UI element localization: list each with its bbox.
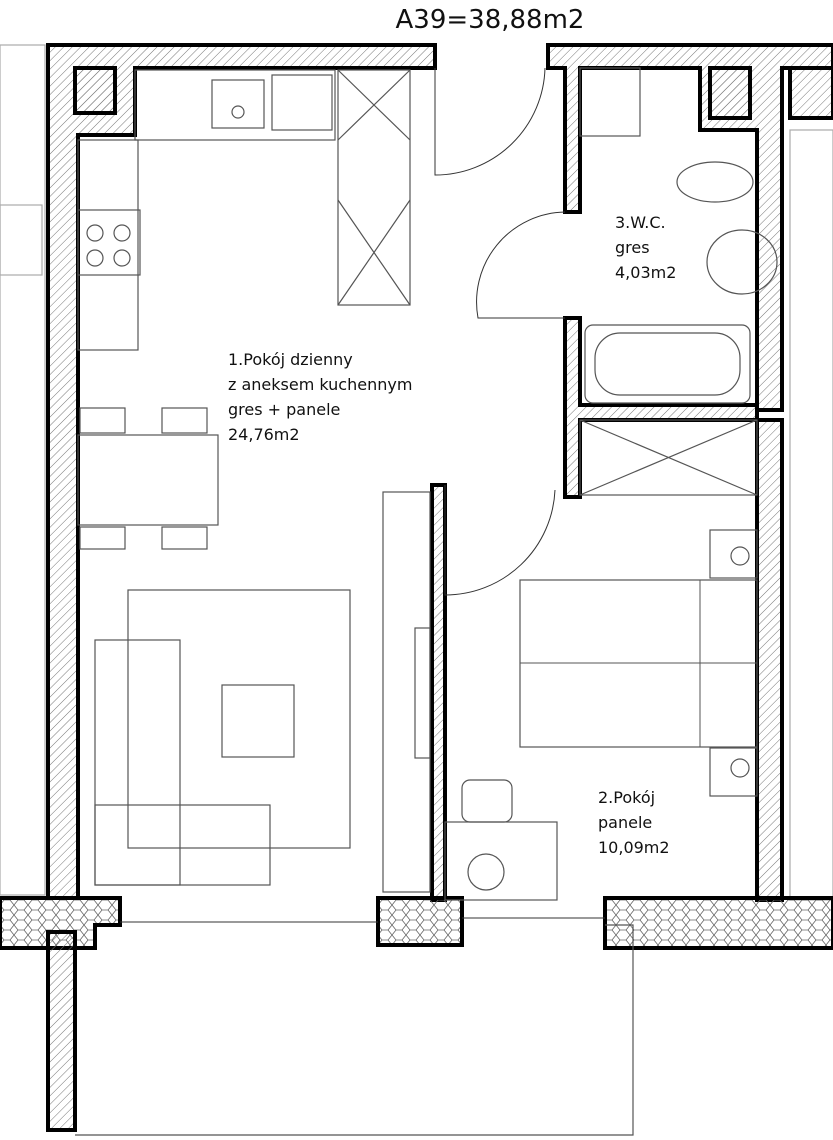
svg-text:4,03m2: 4,03m2	[615, 263, 676, 282]
svg-text:gres + panele: gres + panele	[228, 400, 340, 419]
walls	[46, 43, 833, 902]
svg-text:z aneksem kuchennym: z aneksem kuchennym	[228, 375, 412, 394]
svg-text:10,09m2: 10,09m2	[598, 838, 670, 857]
bottom-piers	[0, 896, 833, 1132]
svg-text:gres: gres	[615, 238, 650, 257]
balcony	[75, 917, 634, 1136]
kitchen	[77, 69, 411, 351]
svg-text:2.Pokój: 2.Pokój	[598, 788, 655, 807]
svg-text:3.W.C.: 3.W.C.	[615, 213, 666, 232]
room-label-bedroom: 2.Pokój panele 10,09m2	[598, 788, 670, 857]
neighbor-right	[789, 129, 833, 901]
doors	[434, 67, 566, 596]
room-label-living: 1.Pokój dzienny z aneksem kuchennym gres…	[228, 350, 412, 444]
svg-text:panele: panele	[598, 813, 652, 832]
svg-text:24,76m2: 24,76m2	[228, 425, 300, 444]
neighbor-left	[0, 44, 46, 896]
apartment-title: A39=38,88m2	[396, 5, 585, 35]
bathroom-fixtures	[579, 67, 778, 404]
dining-table	[77, 407, 219, 550]
svg-text:1.Pokój dzienny: 1.Pokój dzienny	[228, 350, 353, 369]
room-label-wc: 3.W.C. gres 4,03m2	[615, 213, 676, 282]
living-area	[94, 491, 431, 893]
bedroom-furniture	[444, 419, 758, 901]
